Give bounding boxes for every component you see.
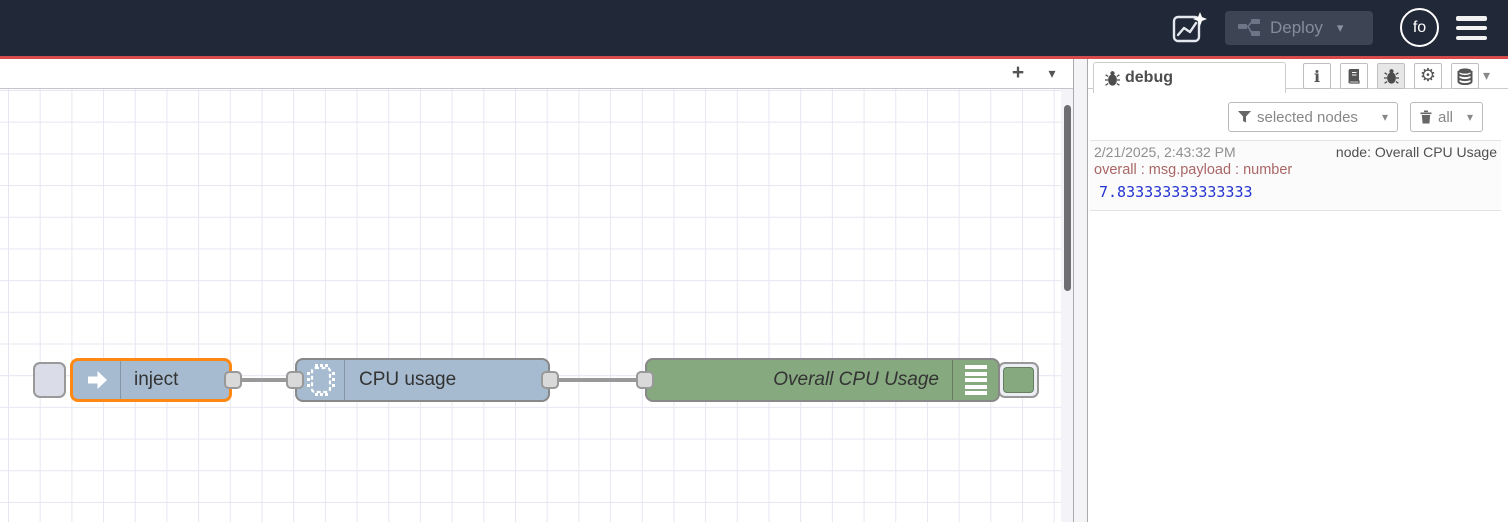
debug-sidebar: debug i ⚙ ▾ select [1087, 59, 1508, 522]
trash-icon [1420, 110, 1432, 124]
deploy-caret-icon[interactable]: ▾ [1336, 20, 1344, 35]
caret-down-icon: ▾ [1381, 110, 1388, 124]
canvas-vertical-scrollbar[interactable] [1061, 89, 1073, 522]
inject-icon-region [73, 361, 121, 399]
hamburger-icon [1456, 25, 1487, 31]
bug-icon [1105, 71, 1120, 86]
main-menu-button[interactable] [1455, 14, 1489, 42]
tab-debug[interactable]: debug [1093, 62, 1286, 93]
clear-messages-button[interactable]: all ▾ [1410, 102, 1483, 132]
book-icon [1348, 69, 1360, 84]
wire-cpu-to-debug[interactable] [557, 378, 640, 382]
debug-property-path[interactable]: overall : msg.payload : number [1094, 162, 1293, 178]
tab-debug-label: debug [1125, 69, 1173, 86]
inject-output-port[interactable] [224, 371, 242, 389]
node-overall-cpu-usage[interactable]: Overall CPU Usage [645, 358, 1000, 402]
sidebar-menu-caret-icon[interactable]: ▾ [1483, 67, 1491, 83]
node-label: inject [134, 369, 179, 390]
hamburger-icon [1456, 35, 1487, 40]
debug-enabled-indicator [1003, 367, 1034, 393]
inject-arrow-icon [87, 371, 107, 389]
node-label: CPU usage [359, 369, 457, 390]
cpu-input-port[interactable] [286, 371, 304, 389]
bug-icon [1383, 69, 1399, 84]
debug-filter-row: selected nodes ▾ all ▾ [1088, 90, 1508, 140]
flow-sparkle-icon [1172, 12, 1207, 43]
sidebar-splitter[interactable] [1074, 59, 1087, 522]
debug-message[interactable]: 2/21/2025, 2:43:32 PM node: Overall CPU … [1090, 140, 1501, 211]
node-cpu-usage[interactable]: CPU usage [295, 358, 550, 402]
ai-assistant-button[interactable] [1168, 9, 1210, 47]
filter-label: selected nodes [1257, 108, 1358, 126]
node-inject[interactable]: inject [70, 358, 232, 402]
cpu-icon-region [297, 360, 345, 400]
database-icon [1457, 67, 1473, 85]
sidebar-tab-debug-button[interactable] [1377, 63, 1405, 89]
funnel-icon [1238, 111, 1251, 123]
deploy-flow-icon [1238, 19, 1260, 36]
debug-enable-toggle-button[interactable] [998, 362, 1039, 398]
workspace-tab-bar: + ▾ [0, 59, 1073, 89]
gear-icon: ⚙ [1419, 65, 1437, 86]
sidebar-tab-help-button[interactable] [1340, 63, 1368, 89]
sidebar-tab-config-button[interactable]: ⚙ [1414, 63, 1442, 89]
node-label: Overall CPU Usage [773, 369, 939, 390]
hamburger-icon [1456, 16, 1487, 21]
sidebar-tab-info-button[interactable]: i [1303, 63, 1331, 89]
cpu-output-port[interactable] [541, 371, 559, 389]
cpu-chip-icon [306, 364, 335, 396]
deploy-button[interactable]: Deploy ▾ [1225, 11, 1373, 45]
debug-timestamp: 2/21/2025, 2:43:32 PM [1094, 144, 1236, 160]
debug-message-meta: 2/21/2025, 2:43:32 PM node: Overall CPU … [1094, 144, 1497, 160]
header-bar: Deploy ▾ fo [0, 0, 1508, 56]
debug-list-icon [952, 360, 998, 400]
add-flow-button[interactable]: + [1011, 61, 1025, 84]
deploy-label: Deploy [1270, 18, 1323, 37]
inject-trigger-button[interactable] [33, 362, 66, 398]
debug-input-port[interactable] [636, 371, 654, 389]
avatar-initials: fo [1412, 18, 1427, 36]
clear-scope-label: all [1438, 108, 1454, 126]
scrollbar-thumb[interactable] [1064, 105, 1071, 291]
wire-inject-to-cpu[interactable] [240, 378, 298, 382]
user-avatar[interactable]: fo [1400, 8, 1439, 47]
flow-canvas[interactable]: inject CPU usage Overall CPU Usage [0, 89, 1073, 522]
debug-message-list: 2/21/2025, 2:43:32 PM node: Overall CPU … [1088, 140, 1508, 522]
flow-list-dropdown-icon[interactable]: ▾ [1048, 64, 1056, 81]
header-accent-bar [0, 56, 1508, 59]
debug-value-number[interactable]: 7.833333333333333 [1099, 183, 1253, 201]
flow-editor: + ▾ inject [0, 59, 1074, 522]
debug-source-node: node: Overall CPU Usage [1335, 144, 1497, 160]
filter-selected-nodes-button[interactable]: selected nodes ▾ [1228, 102, 1398, 132]
caret-down-icon: ▾ [1466, 110, 1473, 124]
info-icon: i [1313, 66, 1321, 86]
sidebar-tab-context-button[interactable] [1451, 63, 1479, 89]
